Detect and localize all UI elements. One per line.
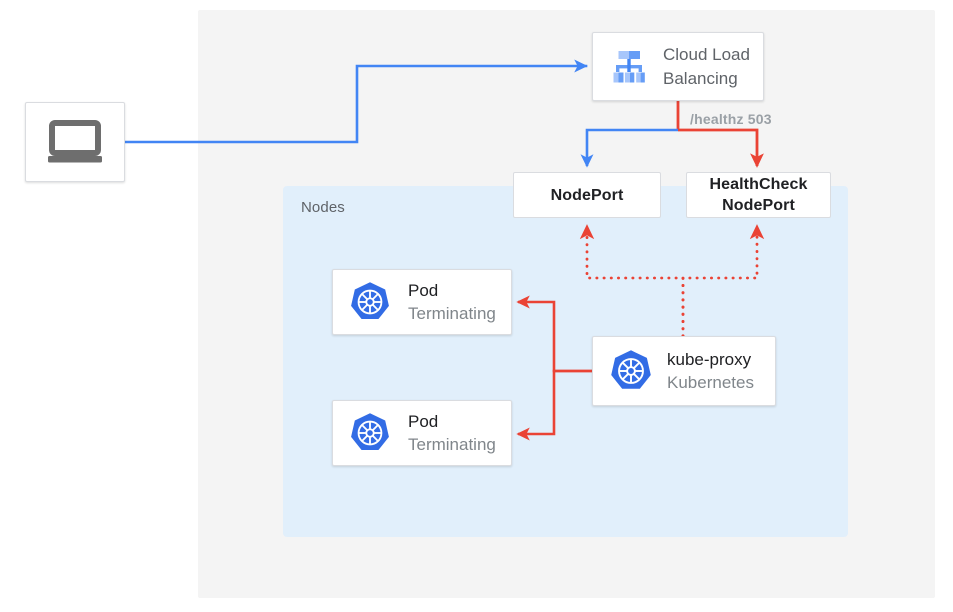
kubernetes-icon xyxy=(346,280,394,324)
healthcheck-nodeport-line-1: HealthCheck xyxy=(709,176,808,193)
nodeport-card: NodePort xyxy=(513,172,661,218)
healthcheck-nodeport-line-2: NodePort xyxy=(722,197,795,214)
pod-1-subtitle: Terminating xyxy=(408,304,496,323)
kube-proxy-card: kube-proxy Kubernetes xyxy=(592,336,776,406)
nodes-region-label: Nodes xyxy=(301,199,345,216)
client-laptop-card xyxy=(25,102,125,182)
laptop-icon xyxy=(46,119,104,165)
kube-proxy-title: kube-proxy xyxy=(667,350,752,369)
pod-2-subtitle: Terminating xyxy=(408,435,496,454)
cloud-load-balancing-line-1: Cloud Load xyxy=(663,44,750,64)
healthcheck-nodeport-card: HealthCheck NodePort xyxy=(686,172,831,218)
pod-1-title: Pod xyxy=(408,281,439,300)
pod-card-1: Pod Terminating xyxy=(332,269,512,335)
kubernetes-icon xyxy=(607,348,655,394)
pod-card-2: Pod Terminating xyxy=(332,400,512,466)
cloud-load-balancing-card: Cloud Load Balancing xyxy=(592,32,764,101)
cloud-load-balancing-icon xyxy=(606,46,652,88)
healthz-edge-label: /healthz 503 xyxy=(690,111,772,127)
cloud-load-balancing-line-2: Balancing xyxy=(663,68,738,88)
nodeport-label: NodePort xyxy=(550,186,624,204)
kubernetes-icon xyxy=(346,411,394,455)
pod-2-title: Pod xyxy=(408,412,439,431)
kube-proxy-subtitle: Kubernetes xyxy=(667,373,754,392)
